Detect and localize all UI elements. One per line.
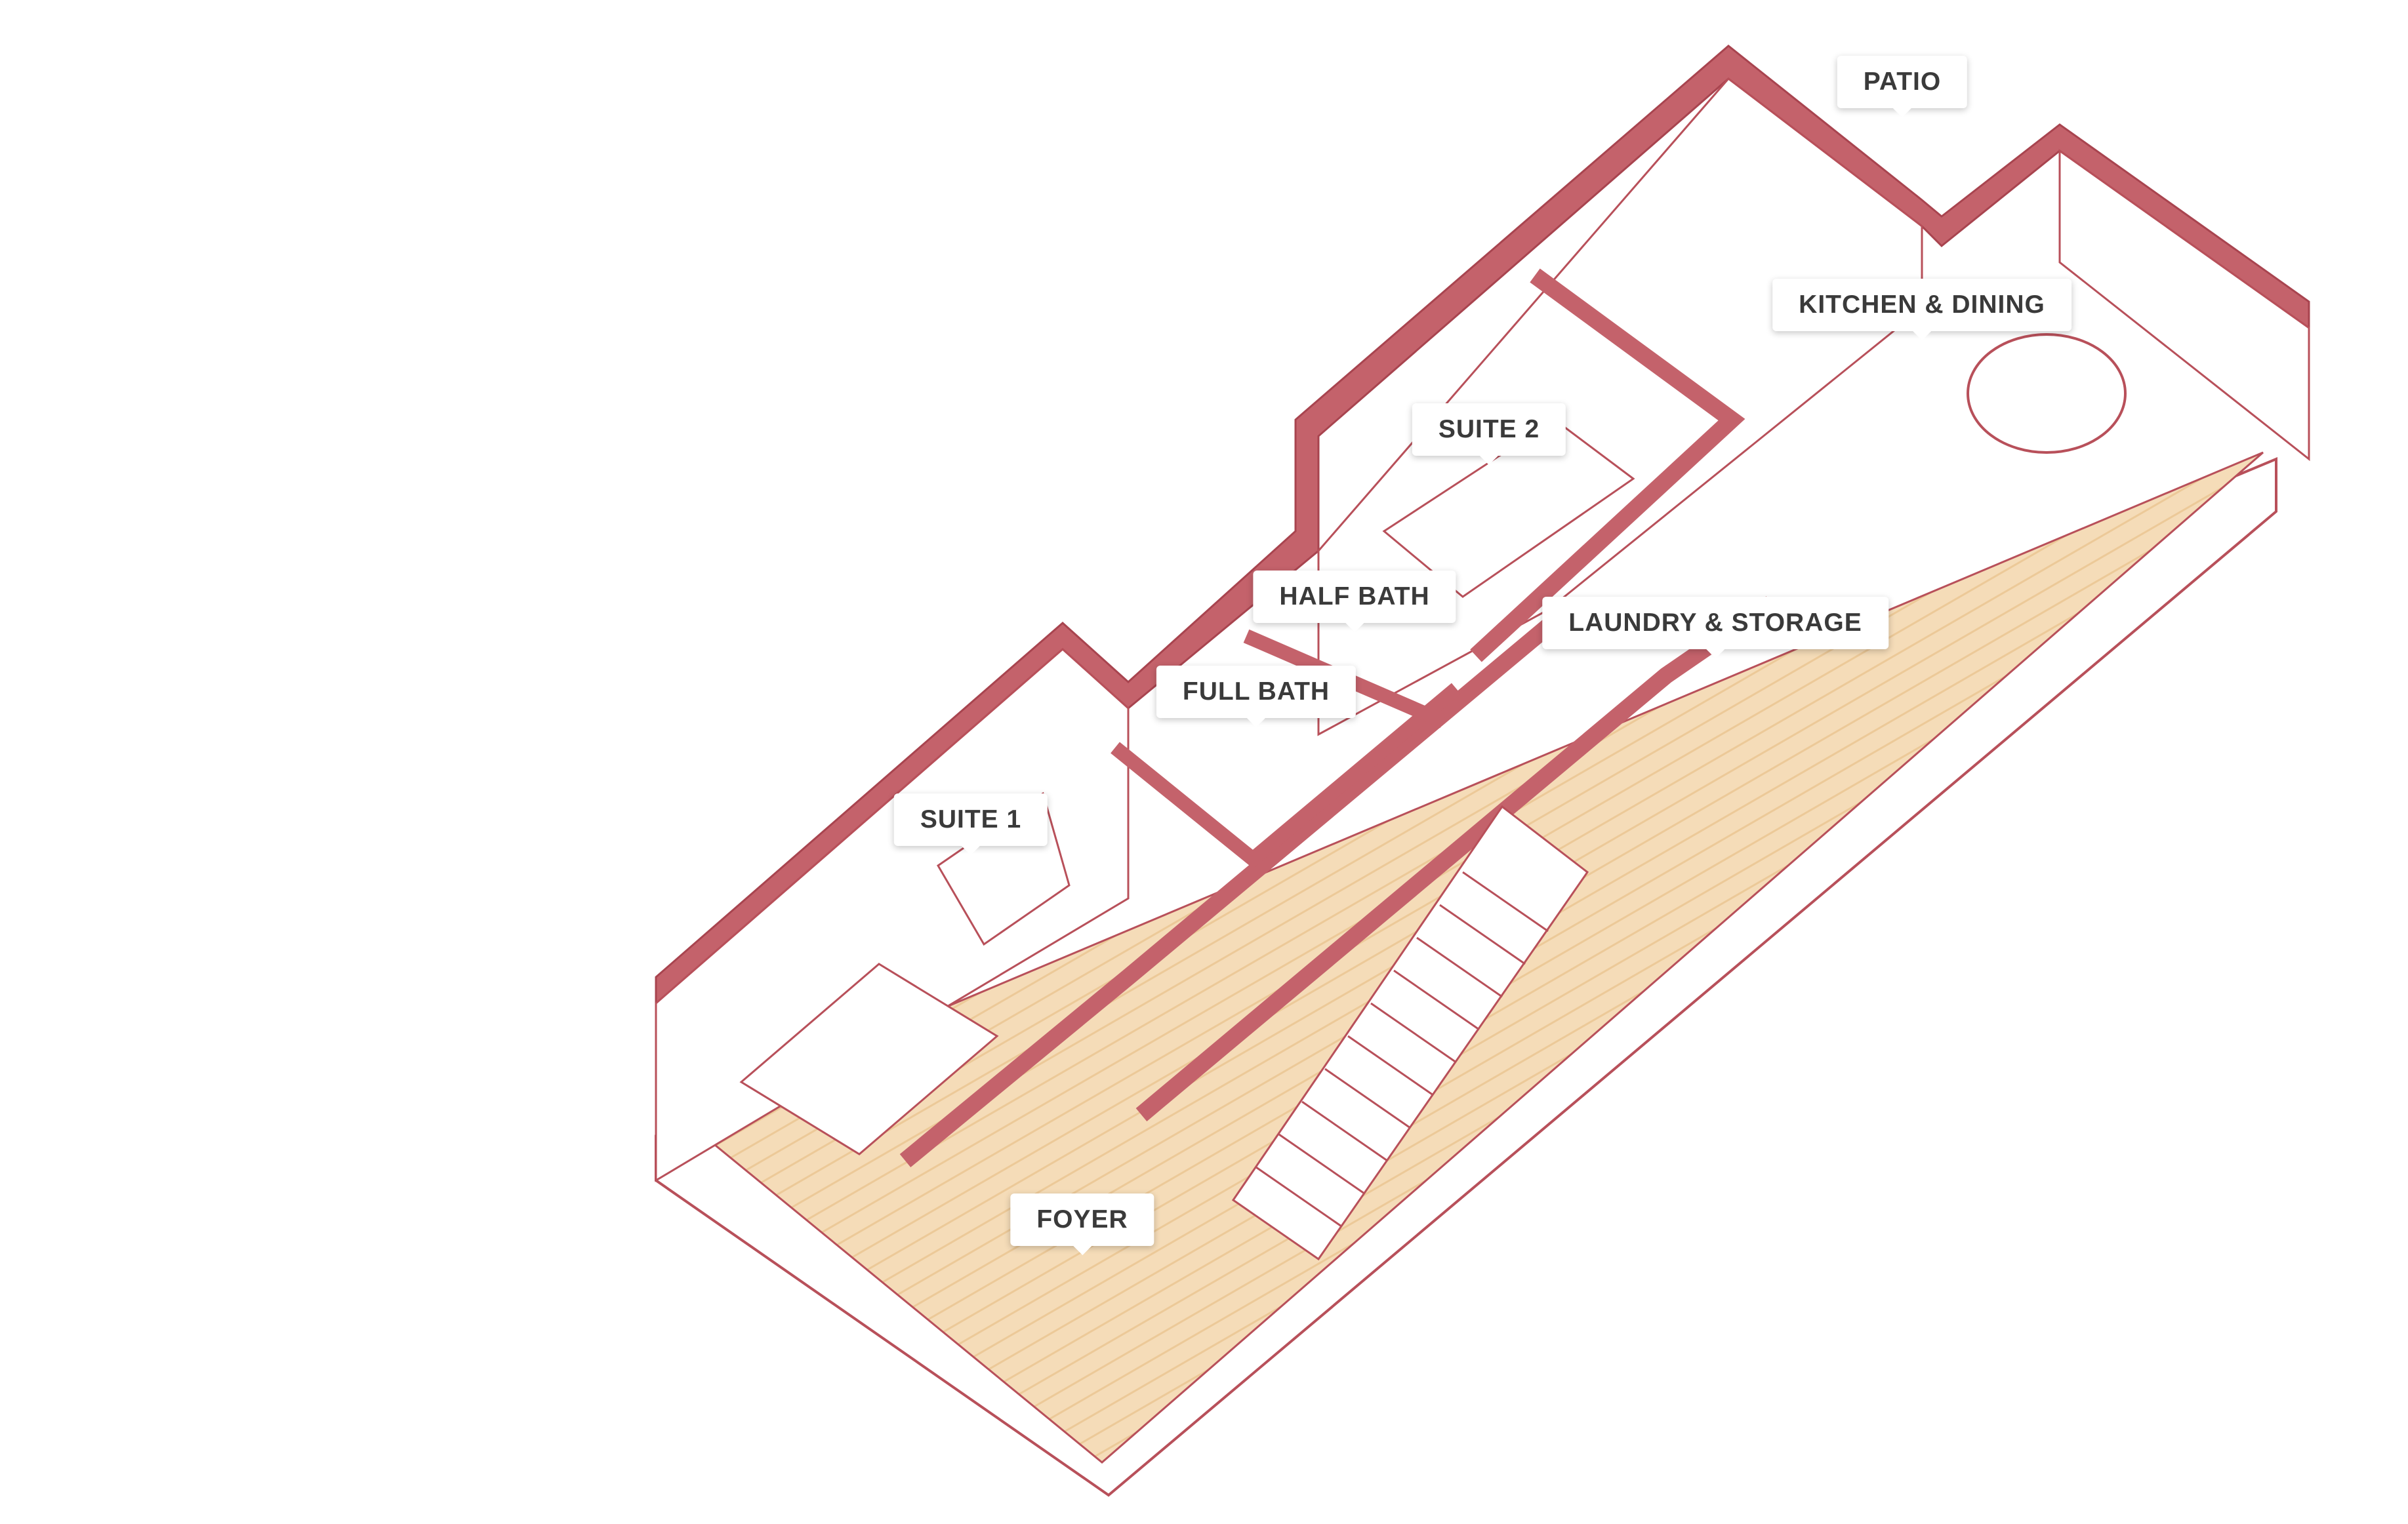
- exterior-wall-face: [2058, 149, 2310, 462]
- room-label-suite-2: SUITE 2: [1412, 403, 1566, 465]
- bed-suite-1: [739, 963, 999, 1155]
- staircase: [1231, 805, 1589, 1261]
- room-label-half-bath: HALF BATH: [1253, 571, 1456, 632]
- room-label-patio: PATIO: [1837, 56, 1968, 117]
- room-label-suite-1: SUITE 1: [893, 793, 1048, 855]
- room-label-full-bath: FULL BATH: [1156, 666, 1357, 727]
- room-label-laundry-storage: LAUNDRY & STORAGE: [1542, 597, 1888, 658]
- dining-table: [1967, 333, 2127, 454]
- interior-wall: [1470, 268, 1745, 662]
- room-label-kitchen-dining: KITCHEN & DINING: [1772, 279, 2071, 340]
- interior-wall: [899, 603, 1574, 1168]
- interior-wall: [1111, 683, 1461, 869]
- room-label-foyer: FOYER: [1010, 1193, 1154, 1255]
- exterior-wall-face: [655, 647, 1130, 1182]
